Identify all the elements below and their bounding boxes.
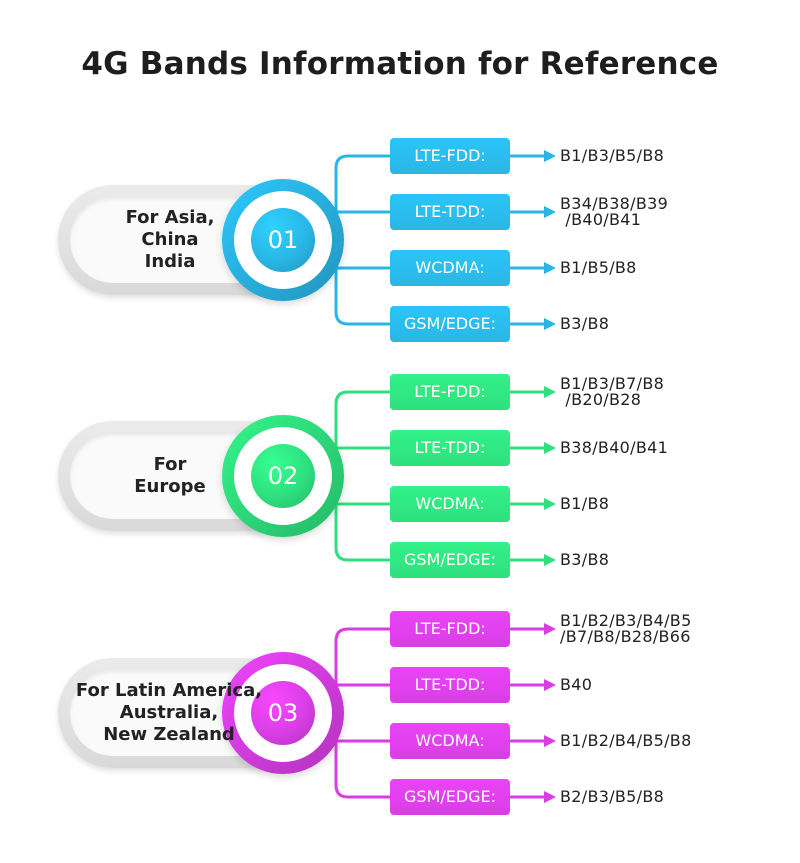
connector-lines [334, 386, 556, 566]
branch-lines [334, 390, 390, 562]
arrow-head-icon [544, 791, 556, 803]
branch-lines [334, 627, 390, 799]
section-number: 01 [251, 208, 315, 272]
region-label-line: India [144, 251, 196, 272]
arrow-head-icon [544, 442, 556, 454]
band-list: B2/B3/B5/B8 [560, 787, 665, 806]
band-list: B40 [560, 675, 593, 694]
arrow-head-icon [544, 623, 556, 635]
region-label-line: New Zealand [103, 724, 235, 745]
arrow-head-icon [544, 150, 556, 162]
band-list: B1/B5/B8 [560, 258, 637, 277]
band-list: B3/B8 [560, 314, 610, 333]
region-label-line: Europe [134, 476, 206, 497]
section-number: 03 [251, 681, 315, 745]
region-label-line: For Asia, [125, 207, 215, 228]
arrow-head-icon [544, 679, 556, 691]
section-number: 02 [251, 444, 315, 508]
band-list: B1/B3/B5/B8 [560, 146, 665, 165]
band-list: /B7/B8/B28/B66 [560, 627, 691, 646]
region-label-line: China [141, 229, 199, 250]
band-type-tag: LTE-TDD: [390, 430, 510, 466]
band-list: B34/B38/B39 [560, 194, 669, 213]
arrow-head-icon [544, 318, 556, 330]
band-type-tag: LTE-FDD: [390, 611, 510, 647]
band-list: B1/B3/B7/B8 [560, 374, 665, 393]
arrow-head-icon [544, 386, 556, 398]
band-list: B38/B40/B41 [560, 438, 669, 457]
region-label-line: For [153, 454, 187, 475]
band-list: B1/B2/B4/B5/B8 [560, 731, 692, 750]
band-list: /B20/B28 [560, 390, 642, 409]
arrow-head-icon [544, 735, 556, 747]
band-type-tag: WCDMA: [390, 250, 510, 286]
arrow-head-icon [544, 554, 556, 566]
arrow-head-icon [544, 206, 556, 218]
connector-lines [334, 623, 556, 803]
band-type-tag: GSM/EDGE: [390, 306, 510, 342]
region-label-line: For Latin America, [75, 680, 263, 701]
band-type-tag: WCDMA: [390, 486, 510, 522]
band-type-tag: LTE-TDD: [390, 194, 510, 230]
region-label-line: Australia, [119, 702, 219, 723]
arrow-head-icon [544, 262, 556, 274]
band-list: B3/B8 [560, 550, 610, 569]
band-type-tag: LTE-TDD: [390, 667, 510, 703]
band-type-tag: LTE-FDD: [390, 374, 510, 410]
band-type-tag: LTE-FDD: [390, 138, 510, 174]
band-list: B1/B2/B3/B4/B5 [560, 611, 692, 630]
connector-lines [334, 150, 556, 330]
band-type-tag: GSM/EDGE: [390, 542, 510, 578]
band-list: B1/B8 [560, 494, 610, 513]
band-list: /B40/B41 [560, 210, 642, 229]
band-type-tag: GSM/EDGE: [390, 779, 510, 815]
branch-lines [334, 154, 390, 326]
band-type-tag: WCDMA: [390, 723, 510, 759]
page-title: 4G Bands Information for Reference [81, 46, 719, 82]
arrow-head-icon [544, 498, 556, 510]
